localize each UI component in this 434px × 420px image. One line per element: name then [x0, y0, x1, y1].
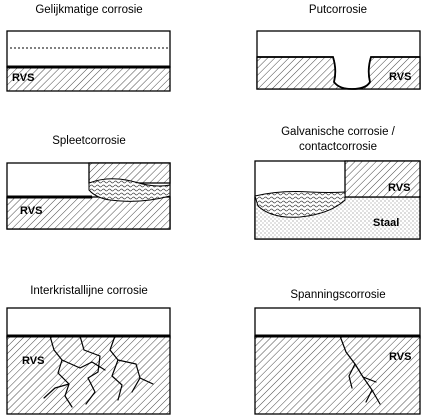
- grain-boundary-crack: [117, 359, 141, 393]
- panel-pitting-corrosion: Putcorrosie RVS: [256, 4, 421, 90]
- panel-uniform-corrosion: Gelijkmatige corrosie RVS: [6, 4, 171, 92]
- upper-layer: [6, 30, 171, 68]
- material-label: RVS: [12, 72, 34, 84]
- stress-crack-branch: [365, 389, 373, 403]
- grain-boundary-crack: [79, 335, 101, 405]
- material-label-bottom: Staal: [373, 217, 399, 229]
- panel-title: Interkristallijne corrosie: [30, 285, 148, 297]
- pit-outline: [257, 56, 420, 90]
- material-label: RVS: [389, 71, 411, 83]
- material-label: RVS: [389, 351, 411, 363]
- panel-title: Gelijkmatige corrosie: [35, 4, 142, 16]
- grain-boundary-crack: [49, 335, 73, 408]
- panel-title: Putcorrosie: [309, 4, 367, 16]
- stress-crack-branch: [362, 376, 377, 383]
- panel-stress-corrosion: Spanningscorrosie RVS: [254, 289, 421, 415]
- panel-crevice-corrosion: Spleetcorrosie RVS: [6, 135, 171, 230]
- panel-intergranular-corrosion: Interkristallijne corrosie RVS: [6, 285, 171, 415]
- panel-galvanic-corrosion: Galvanische corrosie / contactcorrosie R…: [254, 126, 421, 240]
- grain-boundary-crack: [109, 335, 123, 401]
- corrosion-deposit: [254, 191, 346, 218]
- upper-layer: [6, 307, 171, 339]
- stainless-plate: [344, 160, 421, 198]
- panel-title: Spanningscorrosie: [290, 289, 385, 301]
- panel-title-line-1: Galvanische corrosie /: [281, 126, 396, 138]
- steel-substrate: [6, 66, 171, 92]
- steel-substrate: [6, 196, 171, 230]
- crevice-deposit: [88, 178, 171, 202]
- panel-title-line-2: contactcorrosie: [299, 141, 377, 153]
- steel-substrate: [6, 335, 171, 415]
- material-label-top: RVS: [388, 182, 410, 194]
- material-label: RVS: [22, 355, 44, 367]
- grain-boundary-crack: [43, 383, 70, 399]
- steel-substrate: [254, 335, 421, 415]
- panel-title: Spleetcorrosie: [52, 135, 126, 147]
- stress-crack-branch: [348, 363, 356, 389]
- upper-layer: [254, 307, 421, 339]
- stress-crack: [339, 335, 381, 405]
- grain-boundary-crack: [139, 377, 154, 385]
- material-label: RVS: [20, 205, 42, 217]
